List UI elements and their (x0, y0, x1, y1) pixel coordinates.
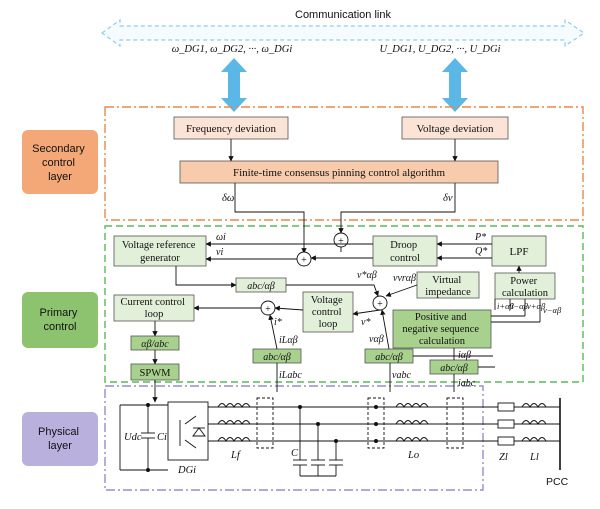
svg-text:C: C (291, 448, 299, 459)
svg-text:vi: vi (216, 247, 223, 258)
svg-text:Zl: Zl (499, 452, 508, 463)
svg-text:vvrαβ: vvrαβ (393, 273, 416, 284)
svg-text:i*: i* (274, 317, 282, 328)
communication-link-arrow (100, 18, 586, 48)
svg-text:Secondary control: Secondary control layer (32, 143, 88, 183)
svg-text:+: + (301, 255, 307, 266)
svg-text:Q*: Q* (475, 246, 487, 257)
svg-text:+: + (338, 236, 344, 247)
secondary-layer-label: Secondary control layer (22, 130, 98, 194)
svg-text:vabc: vabc (392, 370, 411, 381)
svg-text:Voltage deviation: Voltage deviation (416, 123, 494, 135)
svg-text:Voltage reference genera: Voltage reference generator (122, 240, 198, 264)
svg-text:abc/αβ: abc/αβ (375, 352, 402, 363)
svg-text:Ll: Ll (529, 452, 539, 463)
svg-text:v*αβ: v*αβ (357, 270, 377, 281)
physical-labels: Udc Ci DGi Lf C Lo Zl Ll PCC (124, 432, 569, 488)
communication-link-label: Communication link (295, 9, 391, 21)
svg-text:Frequency deviation: Frequency deviation (186, 123, 277, 135)
communication-link: Communication link ω_DG1, ω_DG2, ···, ω_… (100, 9, 586, 112)
frequency-variables-label: ω_DG1, ω_DG2, ···, ω_DGi (172, 44, 293, 55)
svg-text:Power calculation: Power calculation (502, 276, 549, 299)
physical-layer-label: Physical layer (22, 412, 98, 466)
physical-layer-frame (104, 385, 484, 491)
svg-text:PCC: PCC (546, 476, 569, 488)
lpf-block: LPF (491, 235, 547, 267)
spwm-block: SPWM (130, 363, 180, 381)
svg-text:LPF: LPF (510, 246, 529, 258)
svg-text:Virtual impedance: Virtual impedance (425, 275, 471, 298)
svg-text:DGi: DGi (177, 465, 196, 476)
svg-text:Current control loop: Current control loop (120, 297, 187, 320)
voltage-variables-label: U_DG1, U_DG2, ···, U_DGi (379, 44, 500, 55)
delta-omega-label: δω (222, 193, 234, 204)
svg-text:Primary control: Primary control (40, 307, 81, 333)
svg-text:Finite-time consensus pinning: Finite-time consensus pinning control al… (233, 167, 445, 179)
summing-junction-voltage: + (333, 232, 349, 248)
abc-alphabeta-voltage-block: abc/αβ (364, 348, 414, 364)
svg-text:P*: P* (474, 232, 486, 243)
voltage-reference-generator-block: Voltage reference generator (113, 235, 207, 267)
frequency-deviation-block: Frequency deviation (173, 116, 289, 140)
physical-node-dots (146, 403, 378, 472)
secondary-wires (228, 139, 458, 254)
svg-text:Voltage control lo: Voltage control loop (311, 295, 346, 330)
positive-negative-sequence-block: Positive and negative sequence calculati… (392, 309, 492, 349)
summing-junction-current: + (260, 300, 276, 316)
svg-text:Ci: Ci (157, 432, 167, 443)
svg-text:i−αβ: i−αβ (511, 301, 529, 311)
summing-junction-omega: + (296, 251, 312, 267)
svg-text:v−αβ: v−αβ (543, 305, 562, 315)
primary-signal-labels: ωi vi P* Q* v*αβ vvrαβ v* i* iLαβ iLabc … (216, 232, 562, 389)
voltage-deviation-block: Voltage deviation (401, 116, 509, 140)
svg-text:Droop control: Droop control (390, 240, 420, 264)
primary-layer-label: Primary control (22, 292, 98, 348)
svg-text:iLabc: iLabc (279, 370, 302, 381)
abc-alphabeta-output-current-block: abc/αβ (429, 359, 479, 375)
secondary-layer-frame (104, 106, 584, 221)
delta-v-label: δv (443, 193, 453, 204)
svg-text:iαβ: iαβ (458, 350, 471, 361)
svg-text:+: + (377, 299, 383, 310)
svg-text:Positive and negative se: Positive and negative sequence calculati… (402, 312, 481, 347)
svg-text:SPWM: SPWM (140, 368, 172, 379)
voltage-control-loop-block: Voltage control loop (302, 291, 354, 333)
svg-text:i+αβ: i+αβ (497, 301, 515, 311)
physical-circuit (119, 397, 561, 477)
current-control-loop-block: Current control loop (113, 294, 195, 322)
summing-junction-vref: + (372, 295, 388, 311)
alphabeta-abc-block: αβ/abc (130, 335, 180, 351)
svg-text:+: + (265, 304, 271, 315)
svg-text:αβ/abc: αβ/abc (141, 339, 169, 350)
pinning-control-block: Finite-time consensus pinning control al… (179, 160, 499, 184)
svg-text:iLαβ: iLαβ (279, 335, 298, 346)
power-calculation-block: Power calculation (494, 272, 556, 300)
svg-text:abc/αβ: abc/αβ (247, 281, 274, 292)
primary-layer-frame (104, 225, 584, 383)
virtual-impedance-block: Virtual impedance (416, 271, 480, 299)
abc-alphabeta-current-block: abc/αβ (252, 348, 302, 364)
svg-text:ωi: ωi (216, 232, 226, 243)
svg-text:v+αβ: v+αβ (527, 301, 546, 311)
abc-alphabeta-top-block: abc/αβ (235, 277, 287, 293)
svg-text:abc/αβ: abc/αβ (440, 363, 467, 374)
svg-text:v*: v* (361, 317, 370, 328)
svg-text:Lf: Lf (230, 450, 242, 461)
frequency-comm-arrow (221, 58, 247, 112)
droop-control-block: Droop control (372, 235, 438, 267)
svg-text:Physical layer: Physical layer (38, 426, 82, 452)
svg-text:vαβ: vαβ (369, 334, 384, 345)
svg-text:abc/αβ: abc/αβ (263, 352, 290, 363)
voltage-comm-arrow (442, 58, 468, 112)
svg-text:iabc: iabc (458, 378, 476, 389)
svg-text:Lo: Lo (407, 450, 419, 461)
primary-wires (152, 241, 541, 403)
svg-text:Udc: Udc (124, 432, 142, 443)
